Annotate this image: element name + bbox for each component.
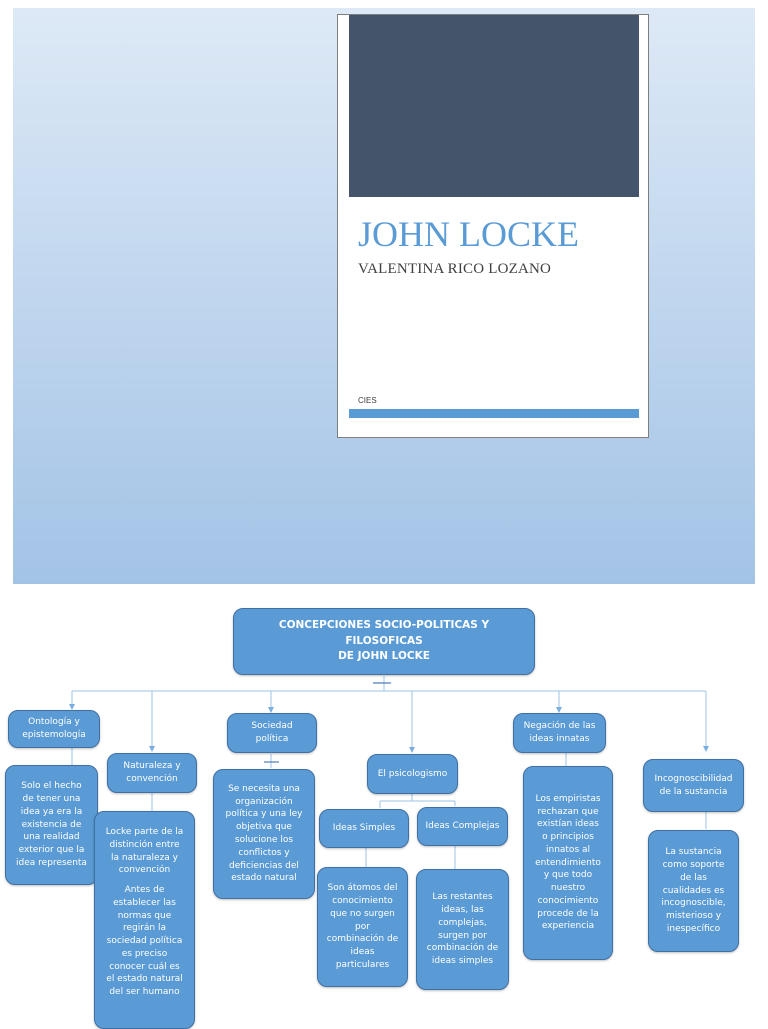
naturaleza-detail-node: Locke parte de la distinción entre la na… (94, 811, 195, 1029)
cover-organization: CIES (358, 396, 377, 405)
sociedad-node: Sociedad política (227, 713, 317, 753)
concept-map: CONCEPCIONES SOCIO-POLITICAS Y FILOSOFIC… (0, 596, 768, 1029)
psicologismo-title: El psicologismo (377, 768, 448, 779)
psicologismo-node: El psicologismo (367, 754, 458, 794)
naturaleza-title: Naturaleza y convención (123, 761, 181, 784)
ontologia-detail-node: Solo el hecho de tener una idea ya era l… (5, 765, 98, 885)
ideas-complejas-title: Ideas Complejas (425, 821, 500, 832)
incognoscibilidad-detail-node: La sustancia como soporte de las cualida… (648, 830, 739, 952)
naturaleza-text-1: Locke parte de la distinción entre la na… (105, 827, 184, 876)
sociedad-title: Sociedad política (251, 721, 293, 744)
sociedad-detail-node: Se necesita una organización política y … (213, 769, 315, 899)
ideas-complejas-detail-node: Las restantes ideas, las complejas, surg… (416, 869, 509, 990)
incognoscibilidad-text: La sustancia como soporte de las cualida… (661, 847, 726, 934)
cover-accent-bar (349, 409, 639, 418)
negacion-text: Los empiristas rechazan que existían ide… (535, 793, 601, 932)
ontologia-text: Solo el hecho de tener una idea ya era l… (16, 781, 87, 868)
ontologia-title: Ontología y epistemología (22, 717, 86, 740)
cover-title: JOHN LOCKE (358, 214, 579, 254)
naturaleza-node: Naturaleza y convención (107, 753, 197, 793)
negacion-node: Negación de las ideas innatas (513, 713, 606, 753)
incognoscibilidad-node: Incognoscibilidad de la sustancia (643, 759, 744, 812)
ideas-simples-text: Son átomos del conocimiento que no surge… (326, 883, 399, 970)
cover-page: JOHN LOCKE VALENTINA RICO LOZANO CIES (337, 14, 649, 438)
negacion-detail-node: Los empiristas rechazan que existían ide… (523, 766, 613, 960)
ideas-simples-node: Ideas Simples (319, 809, 409, 848)
sociedad-text: Se necesita una organización política y … (225, 783, 303, 884)
cover-author: VALENTINA RICO LOZANO (358, 261, 552, 277)
cover-dark-block (349, 15, 639, 197)
ideas-complejas-node: Ideas Complejas (417, 807, 508, 846)
root-title: CONCEPCIONES SOCIO-POLITICAS Y FILOSOFIC… (278, 618, 490, 663)
negacion-title: Negación de las ideas innatas (523, 721, 596, 744)
ontologia-node: Ontología y epistemología (8, 710, 100, 748)
root-node: CONCEPCIONES SOCIO-POLITICAS Y FILOSOFIC… (233, 608, 535, 675)
ideas-simples-title: Ideas Simples (332, 823, 396, 834)
naturaleza-text-2: Antes de establecer las normas que regir… (106, 885, 183, 998)
ideas-complejas-text: Las restantes ideas, las complejas, surg… (426, 892, 499, 967)
incognoscibilidad-title: Incognoscibilidad de la sustancia (654, 773, 733, 797)
ideas-simples-detail-node: Son átomos del conocimiento que no surge… (317, 867, 408, 987)
